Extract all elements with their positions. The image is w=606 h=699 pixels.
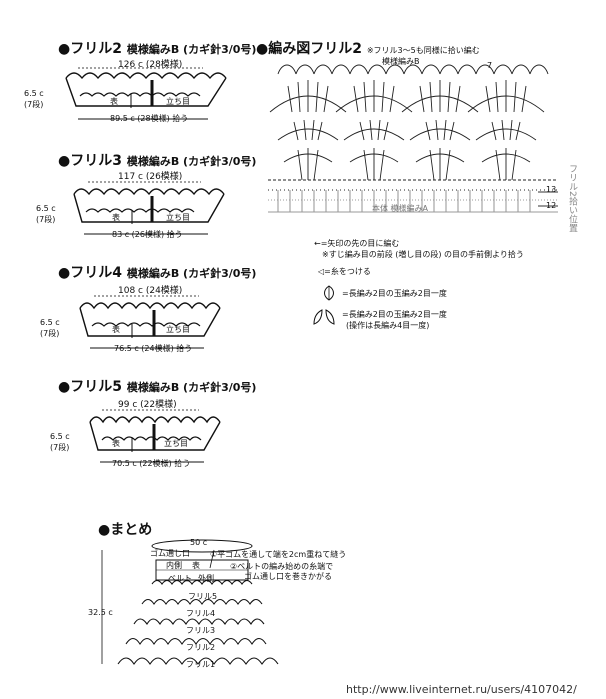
summary-title: ●まとめ <box>98 522 153 538</box>
watermark-url: http://www.liveinternet.ru/users/4107042… <box>346 683 577 696</box>
frill-title: ●フリル4 <box>58 265 122 281</box>
frill-layer-label: フリル4 <box>186 609 216 618</box>
front-label: 表 <box>110 97 118 106</box>
instruction-1: ①平ゴムを通して端を2cm重ねて縫う <box>210 550 347 559</box>
frill-top-measure: 108 c (24模様) <box>118 286 183 296</box>
frill-bottom-measure: 83 c (26模様) 拾う <box>112 230 183 239</box>
outer-label: 外側 <box>198 574 214 583</box>
chart-note: ※フリル3〜5も同様に拾い編む <box>366 46 480 55</box>
frill-layer-label: フリル1 <box>186 660 216 669</box>
pattern-a-label: 本体 模様編みA <box>372 204 429 213</box>
legend-double-cluster-note: (操作は長編み4目一度) <box>346 321 430 330</box>
frill-title: ●フリル5 <box>58 379 122 395</box>
front-label: 表 <box>112 325 120 334</box>
skirt-diagram <box>101 539 279 665</box>
frill-rows: (7段) <box>36 215 56 224</box>
cluster-stitch-icon <box>324 285 334 301</box>
row-13-label: 13 <box>546 185 557 194</box>
frill-bottom-measure: 89.5 c (28模様) 拾う <box>110 114 189 123</box>
start-label: 立ち目 <box>164 439 188 448</box>
legend-double-cluster-text: =長編み2目の玉編み2目一度 <box>342 310 447 319</box>
frill-title: ●フリル2 <box>58 41 122 57</box>
legend-cluster-text: =長編み2目の玉編み2目一度 <box>342 289 447 298</box>
start-label: 立ち目 <box>166 97 190 106</box>
triangle-icon: ◁ <box>318 267 325 276</box>
frill-shape <box>79 295 221 349</box>
frill-subtitle: 模様編みB (カギ針3/0号) <box>126 43 257 56</box>
frill-top-measure: 99 c (22模様) <box>118 400 177 410</box>
frill-height: 6.5 c <box>24 89 44 98</box>
frill-bottom-measure: 70.5 c (22模様) 拾う <box>112 459 191 468</box>
frill-subtitle: 模様編みB (カギ針3/0号) <box>126 155 257 168</box>
frill-height: 6.5 c <box>36 204 56 213</box>
frill-rows: (7段) <box>50 443 70 452</box>
frill-shape <box>73 181 225 235</box>
row-12-label: 12 <box>546 201 557 210</box>
frill-bottom-measure: 76.5 c (24模様) 拾う <box>114 344 193 353</box>
instruction-2: ②ベルトの編み始めの糸端で <box>230 562 334 571</box>
inner-label: 内側 <box>166 561 182 570</box>
frill-subtitle: 模様編みB (カギ針3/0号) <box>126 267 257 280</box>
pattern-b-label: 模様編みB <box>382 57 420 66</box>
frill-title: ●フリル3 <box>58 153 122 169</box>
start-label: 立ち目 <box>166 213 190 222</box>
front-label: 表 <box>112 213 120 222</box>
legend-item: ◁=糸をつける <box>318 267 371 276</box>
frill-shape <box>89 409 221 463</box>
elastic-opening-label: ゴム通し口 <box>150 549 190 558</box>
frill-subtitle: 模様編みB (カギ針3/0号) <box>126 381 257 394</box>
omote-label: 表 <box>192 561 200 570</box>
waist-width: 50 c <box>190 538 208 547</box>
front-label: 表 <box>112 439 120 448</box>
frill-height: 6.5 c <box>50 432 70 441</box>
frill-layer-label: フリル2 <box>186 643 216 652</box>
frill-rows: (7段) <box>24 100 44 109</box>
start-label: 立ち目 <box>166 325 190 334</box>
frill-shape <box>65 67 227 120</box>
frill-layer-label: フリル3 <box>186 626 216 635</box>
frill-layer-label: フリル5 <box>188 592 218 601</box>
chart-title: ●編み図フリル2 <box>256 41 362 57</box>
legend-item: ←=矢印の先の目に編む <box>314 239 400 248</box>
belt-label: ベルト <box>168 574 192 583</box>
instruction-2b: ゴム通し口を巻きかがる <box>244 572 332 581</box>
frill-height: 6.5 c <box>40 318 60 327</box>
frill-top-measure: 117 c (26模様) <box>118 172 183 182</box>
crochet-chart <box>268 64 558 213</box>
frill-top-measure: 126 c (28模様) <box>118 60 183 70</box>
legend-note: ※すじ編み目の前段 (増し目の段) の目の手前側より拾う <box>322 250 524 259</box>
arrow-icon: ← <box>314 239 321 248</box>
frill-rows: (7段) <box>40 329 60 338</box>
double-cluster-icon <box>313 309 335 325</box>
pickup-side-label: フリル2拾い位置 <box>567 164 577 233</box>
row-7-label: 7 <box>487 61 493 70</box>
total-height: 32.5 c <box>88 608 113 617</box>
